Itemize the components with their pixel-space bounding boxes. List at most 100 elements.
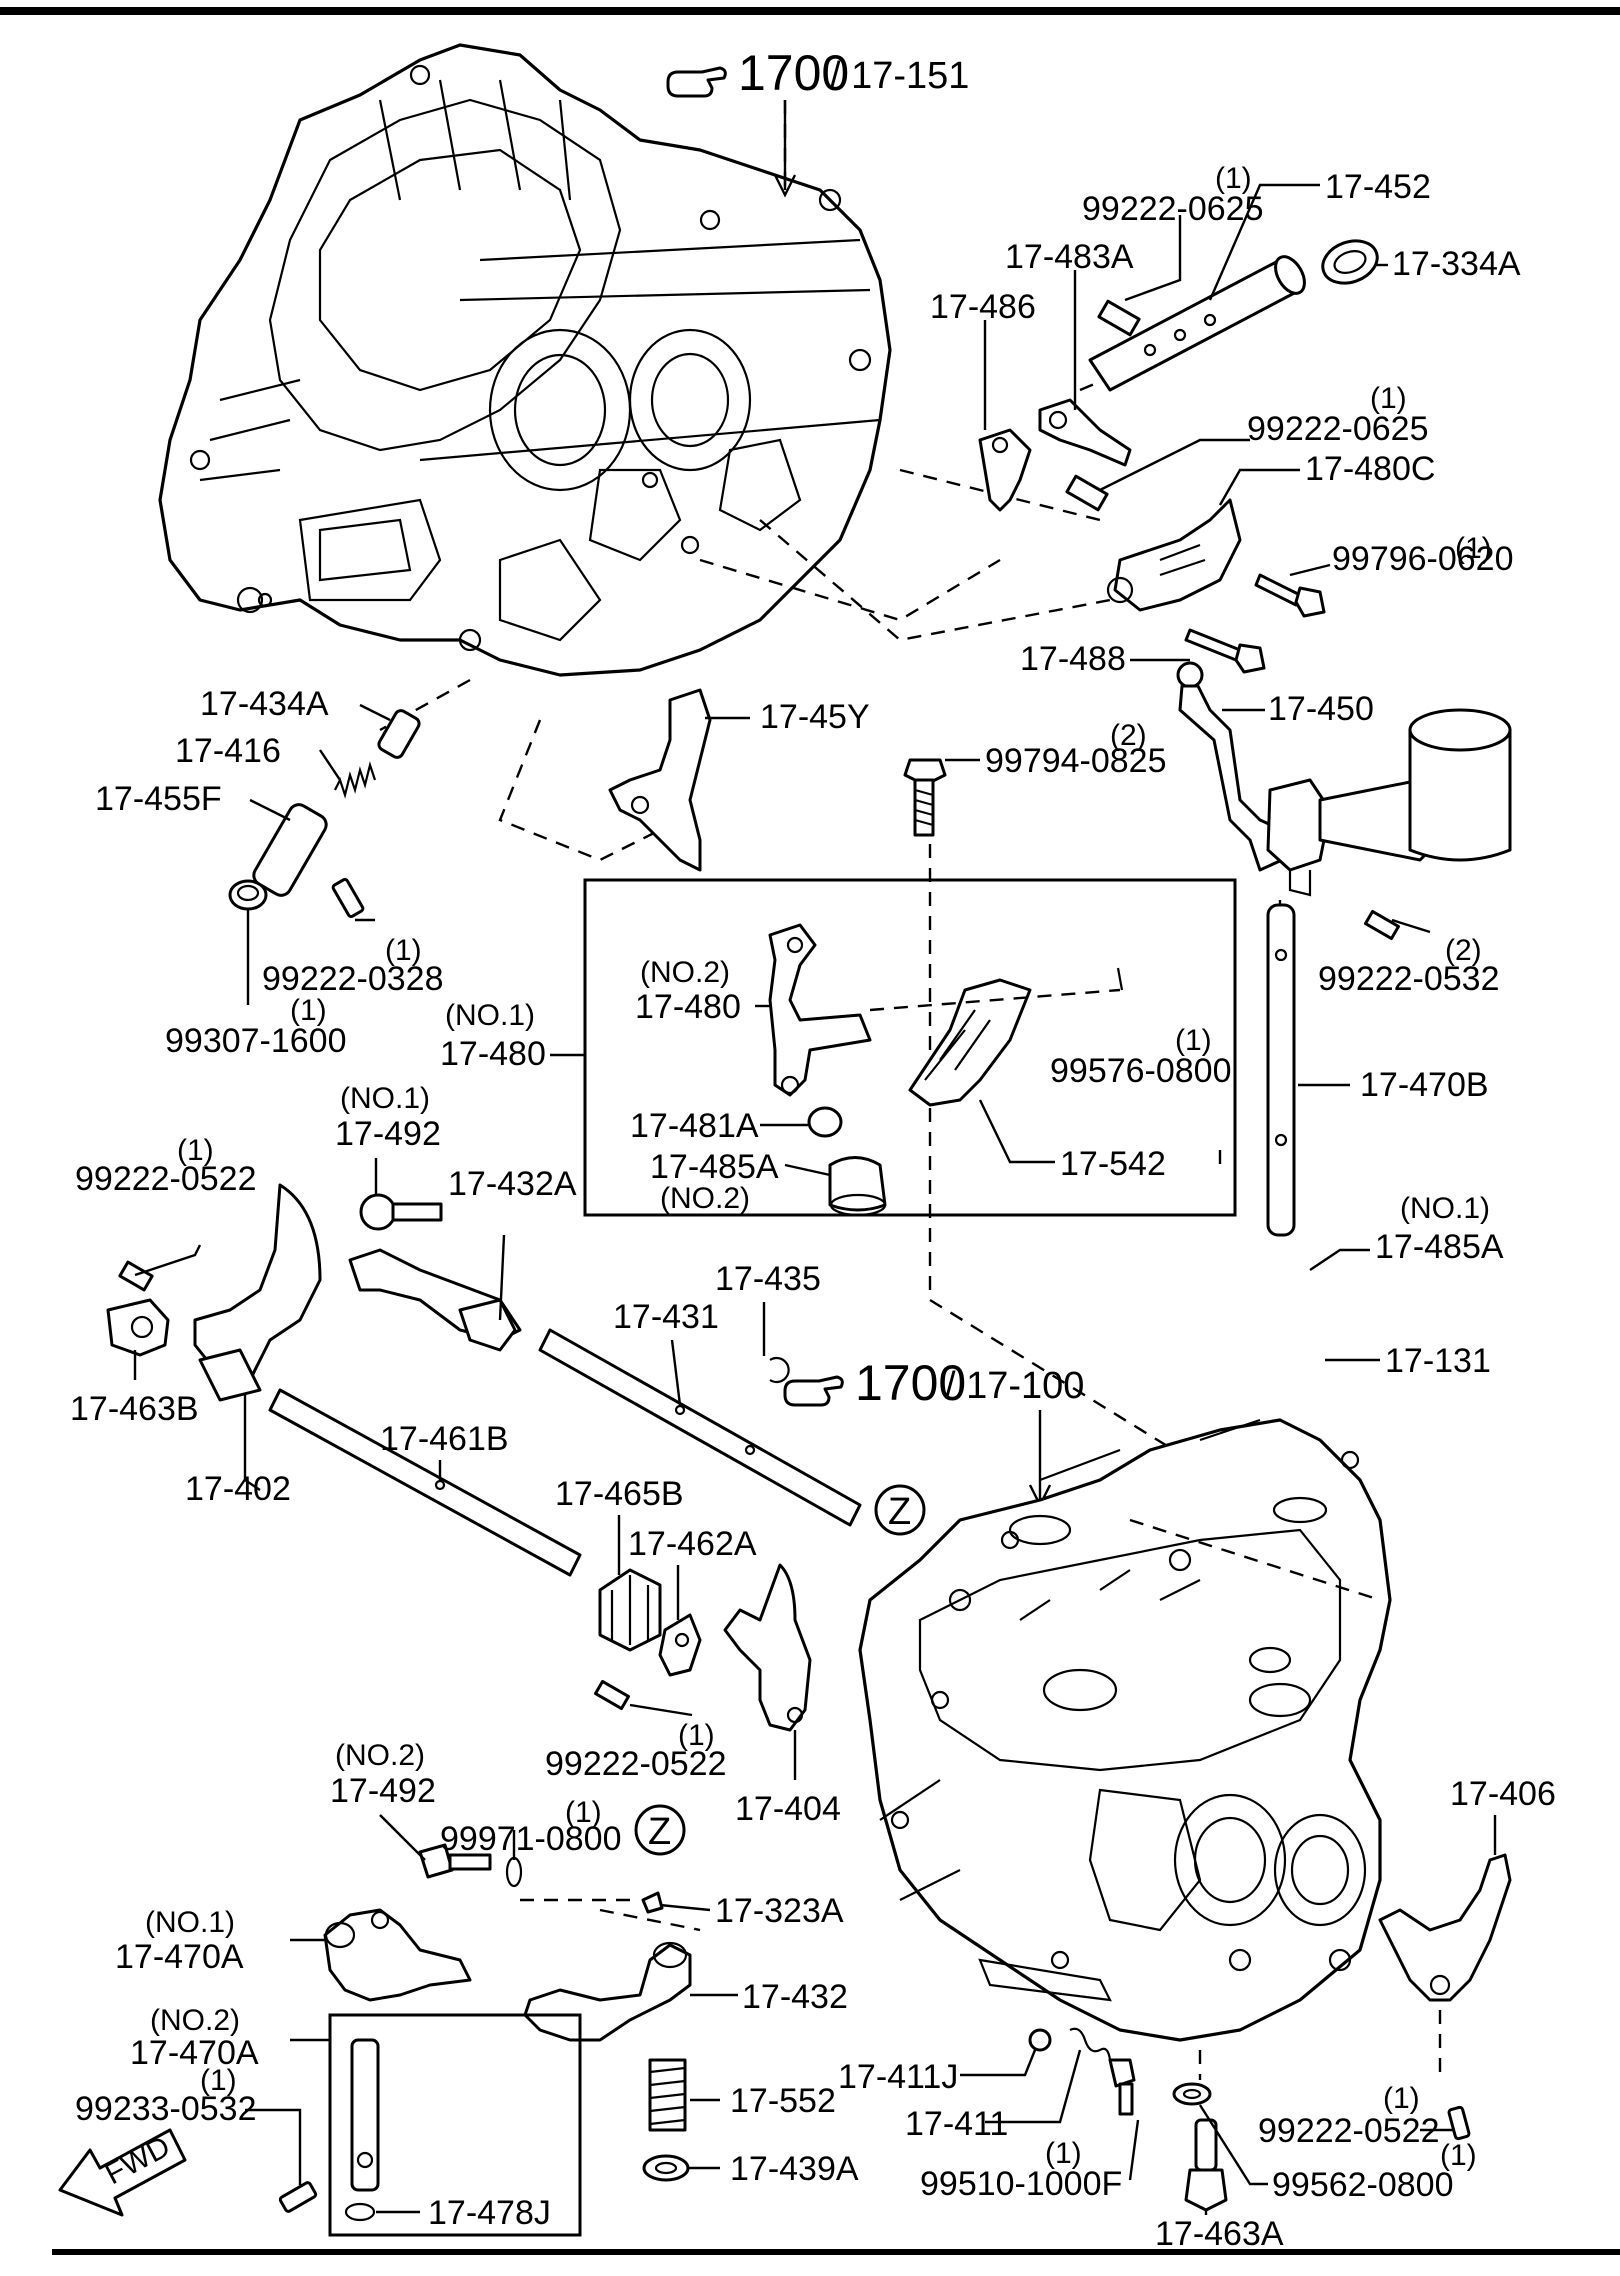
washer-99971-0800	[505, 1856, 523, 1888]
oil-seal-17-334A	[1321, 239, 1379, 285]
label-99510-1000F: 99510-1000F	[920, 2165, 1122, 2203]
reference-17-100: / 17-100	[945, 1365, 1084, 1407]
label-17-432: 17-432	[742, 1978, 848, 2016]
shift-lever-17-483A	[1038, 398, 1132, 467]
label-17-435: 17-435	[715, 1260, 821, 1298]
clip-99576-0800	[1116, 967, 1124, 991]
z-label-b: Z	[648, 1811, 671, 1853]
bolt-17-488	[1184, 628, 1266, 674]
sleeve-17-455F	[252, 803, 328, 897]
qty-99222-0522a: (1)	[177, 1134, 214, 1167]
qty-99307-1600: (1)	[290, 994, 327, 1027]
shift-rod-17-470A-no2	[350, 2038, 380, 2192]
label-99222-0522a: 99222-0522	[75, 1160, 257, 1198]
shift-lever-17-480-no2	[768, 923, 872, 1097]
label-17-434A: 17-434A	[200, 685, 329, 723]
label-17-552: 17-552	[730, 2082, 836, 2120]
key-17-323A	[641, 1891, 664, 1914]
label-17-431: 17-431	[613, 1298, 719, 1336]
qty-99222-0522c: (1)	[1383, 2082, 1420, 2115]
label-99576-0800: 99576-0800	[1050, 1052, 1232, 1090]
shift-fork-17-404	[723, 1563, 812, 1732]
no1-label-17-470A: (NO.1)	[145, 1906, 235, 1939]
shift-lever-17-450	[1176, 661, 1512, 897]
no2-label-17-485A: (NO.2)	[660, 1182, 750, 1215]
lower-guide-lines	[520, 1898, 1442, 2080]
transmission-case-drawing	[858, 1418, 1392, 2042]
bracket-17-480C	[1106, 498, 1242, 612]
label-17-492-no1: 17-492	[335, 1115, 441, 1153]
spring-17-411	[1069, 2027, 1112, 2061]
label-99971-0800: 99971-0800	[440, 1820, 622, 1858]
qty-99222-0532a: (2)	[1445, 934, 1482, 967]
assembly-box-17-470A	[328, 2013, 582, 2237]
reference-1700-bottom: 1700	[855, 1355, 966, 1411]
shift-lever-17-432	[523, 1941, 692, 2042]
label-17-406: 17-406	[1450, 1775, 1556, 1813]
label-17-542: 17-542	[1060, 1145, 1166, 1183]
no2-label-17-480: (NO.2)	[640, 956, 730, 989]
box-guide-line	[869, 988, 1121, 1012]
label-17-461B: 17-461B	[380, 1420, 509, 1458]
spring-17-416	[334, 761, 377, 799]
no2-label-17-470A: (NO.2)	[150, 2004, 240, 2037]
label-99222-0625b: 99222-0625	[1247, 410, 1429, 448]
shift-rod-17-461B	[268, 1388, 582, 1577]
label-17-45Y: 17-45Y	[760, 698, 870, 736]
bolt-99796-0620	[1254, 573, 1326, 618]
label-17-470A-no1: 17-470A	[115, 1938, 244, 1976]
label-17-455F: 17-455F	[95, 780, 222, 818]
label-99562-0800: 99562-0800	[1272, 2166, 1454, 2204]
reference-17-151: / 17-151	[830, 55, 969, 97]
qty-99222-0625b: (1)	[1370, 382, 1407, 415]
label-17-402: 17-402	[185, 1470, 291, 1508]
sleeve-17-465B	[598, 1568, 662, 1652]
no1-label-17-485A: (NO.1)	[1400, 1192, 1490, 1225]
shift-lever-17-432A	[348, 1248, 522, 1352]
shift-rod-17-431	[538, 1328, 862, 1527]
qty-99576-0800: (1)	[1175, 1024, 1212, 1057]
qty-99222-0625a: (1)	[1215, 162, 1252, 195]
arrow-17-100	[1028, 1410, 1052, 1508]
no1-label-17-492: (NO.1)	[340, 1082, 430, 1115]
shift-rod-17-452	[1088, 255, 1306, 392]
label-17-334A: 17-334A	[1392, 245, 1521, 283]
spring-pin-99222-0328	[331, 878, 365, 918]
ball-17-411J	[1028, 2028, 1052, 2052]
boot-17-485A-no2	[828, 1156, 887, 1217]
qty-99971-0800: (1)	[565, 1796, 602, 1829]
plunger-17-434A	[377, 709, 421, 759]
qty-99796-0620: (1)	[1455, 532, 1492, 565]
reference-1700-top: 1700	[738, 45, 849, 101]
label-17-481A: 17-481A	[630, 1107, 759, 1145]
label-17-486: 17-486	[930, 288, 1036, 326]
label-17-492-no2: 17-492	[330, 1772, 436, 1810]
plug-99307-1600	[228, 879, 268, 911]
bushing-17-481A	[807, 1106, 843, 1138]
bolt-17-492-no1	[359, 1193, 443, 1231]
spring-pin-99222-0625b	[1065, 474, 1109, 512]
label-17-478J: 17-478J	[428, 2194, 551, 2232]
fwd-arrow-icon: FWD	[58, 2128, 187, 2217]
z-label-a: Z	[888, 1491, 911, 1533]
label-17-470A-no2: 17-470A	[130, 2034, 259, 2072]
label-99233-0532: 99233-0532	[75, 2090, 257, 2128]
interlock-17-463B	[106, 1298, 170, 1357]
label-99222-0328: 99222-0328	[262, 960, 444, 998]
label-17-404: 17-404	[735, 1790, 841, 1828]
bolt-99794-0825	[903, 758, 947, 837]
qty-99510-1000F: (1)	[1045, 2137, 1082, 2170]
label-17-462A: 17-462A	[628, 1525, 757, 1563]
interlock-17-463A	[1184, 2118, 1228, 2212]
snap-ring-17-435	[769, 1356, 790, 1384]
washer-17-439A	[642, 2154, 690, 2182]
spring-pin-99222-0532a	[1364, 909, 1400, 941]
leader-lines	[133, 183, 1497, 2215]
part-labels: 17-452 17-334A (1) 99222-0625 17-483A 17…	[70, 162, 1556, 2253]
label-17-470B: 17-470B	[1360, 1066, 1489, 1104]
pin-99222-0522c	[1447, 2105, 1471, 2141]
no1-label-17-480: (NO.1)	[445, 999, 535, 1032]
bolt-99510-1000F	[1108, 2058, 1136, 2116]
ring-17-478J	[344, 2202, 376, 2222]
